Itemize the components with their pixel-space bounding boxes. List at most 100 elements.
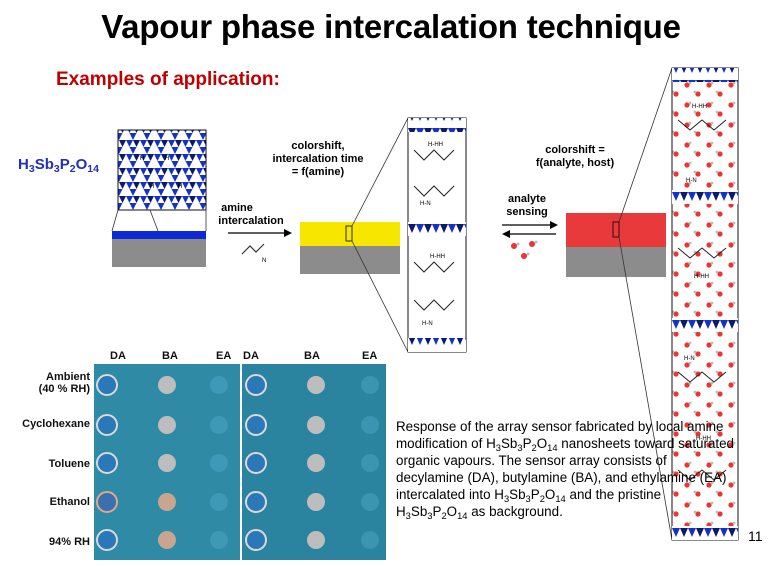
red-layer [566, 213, 666, 247]
sensor-spot [245, 414, 267, 436]
caption-text: Response of the array sensor fabricated … [396, 419, 724, 451]
sensor-spot [361, 416, 379, 434]
sensor-spot [158, 454, 176, 472]
step3-label-1: analyte [508, 193, 546, 205]
sensor-spot [307, 531, 325, 549]
blue-layer [112, 231, 206, 239]
formula-sub: 3 [53, 163, 60, 175]
step1-label-1: amine [221, 202, 253, 214]
slide-subtitle: Examples of application: [56, 69, 280, 90]
sensor-spot [361, 493, 379, 511]
sensor-spot [361, 454, 379, 472]
caption-formula: H3Sb3P2O14 [486, 436, 558, 453]
stage-sensing: colorshift = f(analyte, host) H-HH H-N H… [536, 67, 739, 541]
formula-sub: 2 [69, 163, 76, 175]
sensor-spot [96, 414, 118, 436]
column-label: BA [304, 350, 320, 362]
sensor-spot [210, 454, 228, 472]
substrate [300, 246, 400, 274]
sensor-spot [96, 374, 118, 396]
sensor-spot [245, 491, 267, 513]
column-label: BA [162, 350, 178, 362]
hn-label: H-HH [696, 436, 711, 442]
column-label: DA [243, 350, 259, 362]
sensor-spot [245, 529, 267, 551]
sensor-spot [361, 531, 379, 549]
hn-label: H-HH [694, 274, 709, 280]
formula-sub: 3 [28, 163, 35, 175]
h-atom-label: H [165, 156, 169, 162]
hn-label: H-HH [428, 142, 443, 148]
row-label-line: (40 % RH) [38, 383, 90, 395]
h-atom-label: H [140, 156, 144, 162]
host-crystal [117, 129, 207, 211]
sensor-spot [96, 452, 118, 474]
column-label: EA [216, 350, 232, 362]
row-label-line: Ambient [46, 371, 90, 383]
sensor-spot [307, 454, 325, 472]
step4-label-1: colorshift = [545, 144, 605, 156]
sensor-array-panel [94, 364, 386, 560]
sensor-spot [158, 493, 176, 511]
hn-label: H-N [686, 178, 697, 184]
row-label: 94% RH [49, 536, 90, 548]
stage-pristine: H H H H [111, 129, 207, 267]
stage-intercalated: colorshift, intercalation time = f(amine… [272, 117, 467, 353]
expanded-structure-zoom [671, 67, 739, 541]
step2-label-1: colorshift, [291, 140, 344, 152]
sensor-spot [210, 376, 228, 394]
h-atom-label: H [150, 184, 154, 190]
substrate [112, 239, 206, 267]
sensor-spot [158, 416, 176, 434]
caption-formula: H3Sb3P2O14 [494, 487, 566, 504]
step2-label-2: intercalation time [272, 153, 363, 165]
amine-molecule [241, 243, 265, 255]
sensor-spot [245, 374, 267, 396]
slide-title: Vapour phase intercalation technique [101, 8, 681, 45]
page-number: 11 [748, 528, 763, 544]
sensor-spot [361, 376, 379, 394]
row-label: Ambient (40 % RH) [0, 371, 90, 395]
caption-text: nanosheets toward saturated organic vapo… [396, 436, 735, 502]
sensor-spot [158, 376, 176, 394]
step1-label-2: intercalation [218, 215, 284, 227]
row-label: Cyclohexane [22, 418, 90, 430]
h-atom-label: H [178, 184, 182, 190]
arrow-amine: amine intercalation N [218, 202, 292, 264]
host-crystal-labels: H H H H [140, 156, 182, 190]
substrate [566, 247, 666, 277]
row-label: Toluene [48, 458, 90, 470]
hn-label: H-N [684, 356, 695, 362]
arrow-analyte: analyte sensing [502, 193, 558, 259]
column-label: EA [362, 350, 378, 362]
sensor-spot [210, 416, 228, 434]
sensor-spot [158, 531, 176, 549]
column-label: DA [110, 350, 126, 362]
row-label: Ethanol [49, 496, 90, 508]
formula-text: Sb [34, 156, 54, 173]
sensor-spot [307, 493, 325, 511]
sensor-spot [96, 491, 118, 513]
hn-label: H-HH [430, 254, 445, 260]
hn-label: H-HH [692, 104, 707, 110]
sensor-spot [307, 416, 325, 434]
formula-text: O [75, 156, 88, 173]
caption-formula: H3Sb3P2O14 [396, 504, 468, 521]
formula-sub: 14 [87, 163, 99, 175]
sensor-spot [210, 531, 228, 549]
hn-label: H-N [422, 321, 433, 327]
step2-label-3: = f(amine) [292, 166, 345, 178]
figure-caption: Response of the array sensor fabricated … [396, 418, 736, 521]
formula-text: H [18, 156, 29, 173]
sensor-spot [210, 493, 228, 511]
formula-text: P [59, 156, 70, 173]
hn-label: H-N [420, 201, 431, 207]
caption-text: as background. [467, 504, 563, 519]
sensor-spot [245, 452, 267, 474]
step3-label-2: sensing [506, 206, 548, 218]
host-formula: H3Sb3P2O14 [18, 156, 99, 175]
n-atom-label: N [262, 258, 266, 264]
step4-label-2: f(analyte, host) [536, 157, 615, 169]
sensor-spot [307, 376, 325, 394]
